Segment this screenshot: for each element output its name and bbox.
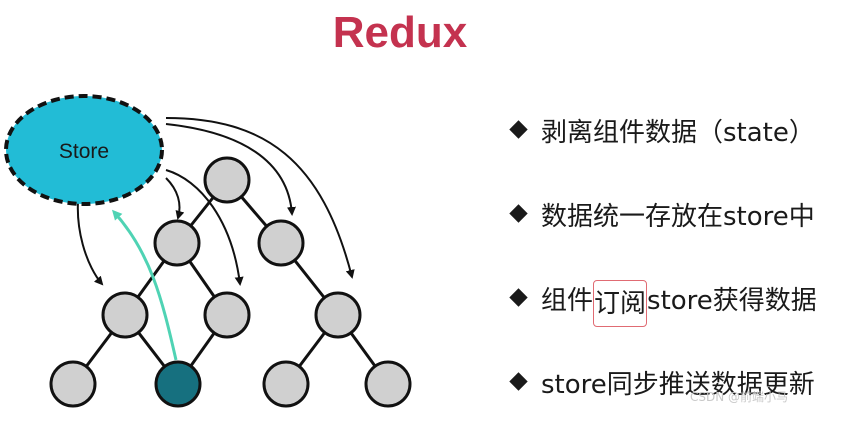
- bullet-text: store同步推送数据更新: [541, 370, 815, 400]
- bullet-item: 剥离组件数据（state）: [508, 112, 860, 196]
- tree-node: [203, 291, 251, 339]
- redux-diagram: Store: [4, 94, 412, 408]
- watermark: CSDN @前端小马: [690, 390, 789, 404]
- tree-node: [101, 291, 149, 339]
- tree-nodes: [49, 156, 412, 408]
- page-title: Redux: [332, 8, 468, 57]
- tree-node: [314, 291, 362, 339]
- store-label: Store: [59, 140, 109, 163]
- bullet-item: 数据统一存放在store中: [508, 196, 860, 280]
- bullet-item: store同步推送数据更新: [508, 364, 860, 448]
- bullet-text-prefix: 组件: [541, 286, 594, 316]
- diamond-bullet-icon: [509, 372, 528, 391]
- store-ellipse: [4, 94, 164, 206]
- tree-node: [364, 360, 412, 408]
- highlighted-term: 订阅: [593, 280, 648, 327]
- subscription-arrows: [76, 117, 355, 286]
- tree-edges: [71, 179, 390, 385]
- diamond-bullet-icon: [509, 120, 528, 139]
- tree-node: [257, 219, 305, 267]
- diamond-bullet-icon: [509, 204, 528, 223]
- tree-node: [49, 360, 97, 408]
- bullet-text: 数据统一存放在store中: [541, 202, 815, 232]
- dispatch-arrow: [111, 209, 178, 361]
- tree-node: [262, 360, 310, 408]
- bullet-text-suffix: store获得数据: [647, 286, 817, 316]
- bullet-text: 剥离组件数据（state）: [541, 118, 815, 148]
- tree-node: [153, 219, 201, 267]
- tree-node-root: [203, 156, 251, 204]
- diamond-bullet-icon: [509, 288, 528, 307]
- tree-node-active: [154, 360, 202, 408]
